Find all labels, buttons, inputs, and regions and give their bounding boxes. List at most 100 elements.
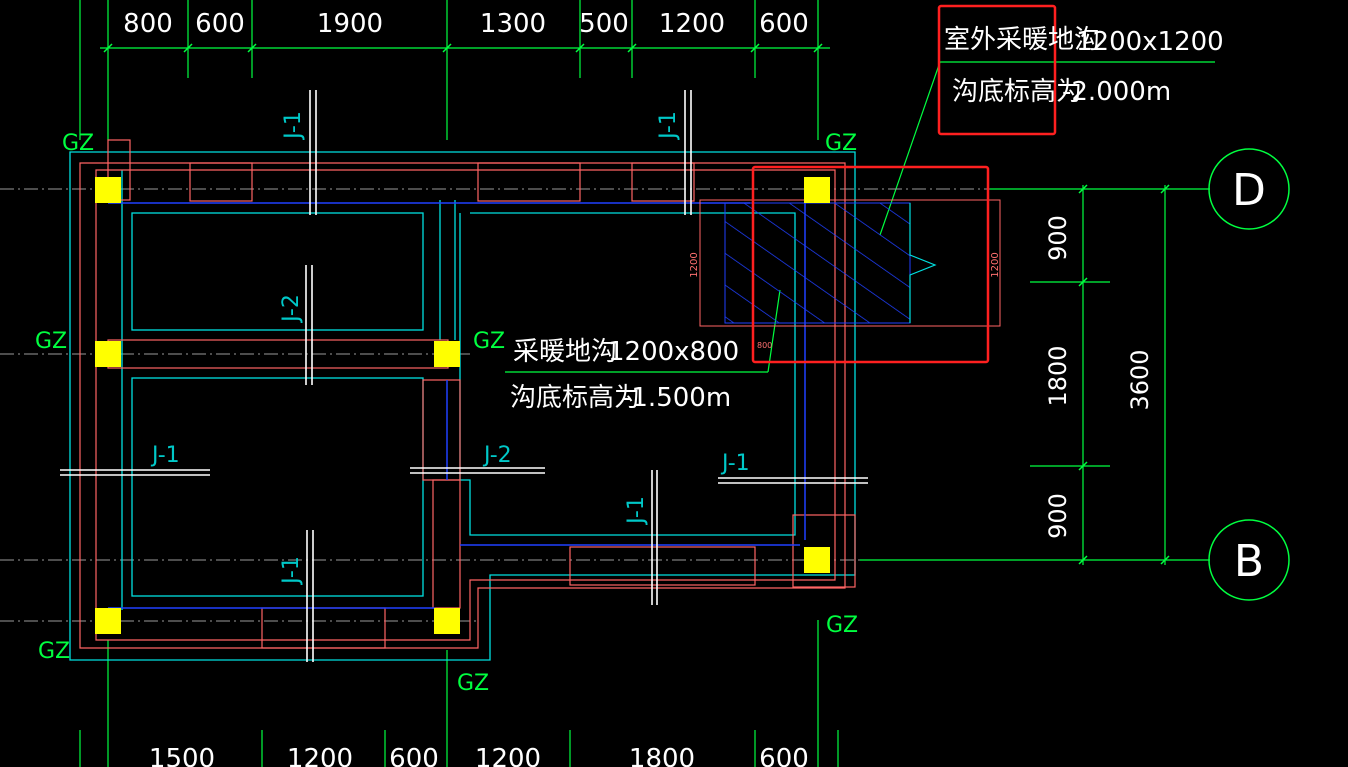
dim-tick <box>813 43 823 53</box>
room-outline-bottom-left <box>131 377 424 597</box>
right-dim-label: 900 <box>1044 215 1072 261</box>
beam-label-j1: J-1 <box>720 451 750 476</box>
bottom-dimensions: 1500 1200 600 1200 1800 600 <box>149 744 809 767</box>
beam-label-j2: J-2 <box>279 294 304 324</box>
dim-tick <box>1160 184 1170 194</box>
column-gz <box>95 608 121 634</box>
outdoor-trench <box>699 199 1001 327</box>
wall-panel <box>261 607 386 649</box>
top-dimensions: 800 600 1900 1300 500 1200 600 <box>123 9 809 39</box>
beam-labels: J-1 J-1 J-2 J-1 J-2 J-1 J-1 J-1 <box>150 111 750 586</box>
wall-outlines <box>79 139 856 649</box>
beam-label-j1: J-1 <box>279 556 304 586</box>
dim-tick <box>442 43 452 53</box>
dim-tick <box>627 43 637 53</box>
highlight-trench-box <box>751 165 990 364</box>
trench-dim-1200-right: 1200 <box>990 252 1001 277</box>
gz-tag: GZ <box>62 131 94 156</box>
wall-panel <box>189 162 253 202</box>
outdoor-trench-elev-label: 沟底标高为 <box>952 77 1082 107</box>
wall-panel <box>569 546 756 586</box>
column-gz <box>804 177 830 203</box>
axis-bubble-b <box>1208 519 1290 601</box>
axis-label-d: D <box>1232 165 1266 216</box>
right-dimensions: 900 1800 900 3600 <box>1044 215 1154 539</box>
dim-tick <box>575 43 585 53</box>
beam-label-j1: J-1 <box>281 111 306 141</box>
highlight-note-box <box>937 4 1057 136</box>
grid-lines <box>79 0 1215 767</box>
outdoor-trench-title: 室外采暖地沟 <box>944 25 1100 55</box>
beam-label-j1: J-1 <box>656 111 681 141</box>
beam-section-marks <box>60 90 868 662</box>
room-outline-top-left <box>131 212 424 331</box>
wall-panel <box>432 479 461 609</box>
bottom-dim-label: 1200 <box>475 744 541 767</box>
outer-outline <box>69 151 856 661</box>
outdoor-trench-note: 室外采暖地沟 1200x1200 沟底标高为 -2.000m <box>944 25 1224 107</box>
top-dim-label: 1200 <box>659 9 725 39</box>
dim-tick <box>1078 184 1088 194</box>
trench-small-dims: 1200 1200 800 <box>689 252 1001 350</box>
trench-dim-800: 800 <box>757 341 772 350</box>
column-gz <box>804 547 830 573</box>
dim-tick <box>1078 277 1088 287</box>
bottom-dim-label: 600 <box>759 744 809 767</box>
trench-dim-box <box>699 199 1001 327</box>
outdoor-trench-elev: -2.000m <box>1062 77 1171 107</box>
column-gz <box>434 608 460 634</box>
dim-tick <box>1078 461 1088 471</box>
column-gz <box>434 341 460 367</box>
gz-tag: GZ <box>38 639 70 664</box>
beam-label-j2: J-2 <box>482 443 512 468</box>
gz-tag: GZ <box>825 131 857 156</box>
indoor-trench-title: 采暖地沟 <box>513 337 617 367</box>
outdoor-trench-size: 1200x1200 <box>1076 27 1224 57</box>
axis-bubble-d <box>1208 148 1290 230</box>
right-dim-total: 3600 <box>1126 349 1154 410</box>
top-dim-label: 600 <box>195 9 245 39</box>
column-gz <box>95 341 121 367</box>
right-dim-label: 900 <box>1044 493 1072 539</box>
dim-ticks <box>103 43 1170 565</box>
axis-label-b: B <box>1234 536 1264 587</box>
beam-label-j1: J-1 <box>624 496 649 526</box>
gz-tag: GZ <box>473 329 505 354</box>
wall-panel <box>792 514 856 588</box>
gz-tag: GZ <box>826 613 858 638</box>
break-symbol <box>909 203 937 323</box>
wall-panel <box>477 162 581 202</box>
indoor-trench-size: 1200x800 <box>608 337 739 367</box>
outdoor-trench-hatch <box>724 202 911 324</box>
column-gz <box>95 177 121 203</box>
wall-panel <box>422 379 461 481</box>
wall-panel <box>631 162 695 202</box>
bottom-dim-label: 600 <box>389 744 439 767</box>
top-dim-label: 500 <box>579 9 629 39</box>
dim-tick <box>1078 555 1088 565</box>
outer-wall <box>79 162 846 649</box>
right-dim-label: 1800 <box>1044 345 1072 406</box>
trench-dim-1200-left: 1200 <box>689 252 700 277</box>
top-dim-label: 600 <box>759 9 809 39</box>
bottom-dim-label: 1200 <box>287 744 353 767</box>
highlight-boxes <box>751 4 1057 364</box>
indoor-trench-elev-label: 沟底标高为 <box>510 383 640 413</box>
dim-tick <box>750 43 760 53</box>
beam-label-j1: J-1 <box>150 443 180 468</box>
dim-tick <box>103 43 113 53</box>
bottom-dim-label: 1500 <box>149 744 215 767</box>
column-tags: GZ GZ GZ GZ GZ GZ GZ <box>35 131 858 696</box>
columns <box>95 177 830 634</box>
gz-tag: GZ <box>457 671 489 696</box>
dim-tick <box>183 43 193 53</box>
top-dim-label: 1900 <box>317 9 383 39</box>
dim-tick <box>247 43 257 53</box>
axis-bubbles <box>1208 148 1290 601</box>
bottom-dim-label: 1800 <box>629 744 695 767</box>
indoor-trench-elev: -1.500m <box>622 383 731 413</box>
indoor-trench-note: 采暖地沟 1200x800 沟底标高为 -1.500m <box>510 337 739 413</box>
top-dim-label: 800 <box>123 9 173 39</box>
dim-tick <box>1160 555 1170 565</box>
